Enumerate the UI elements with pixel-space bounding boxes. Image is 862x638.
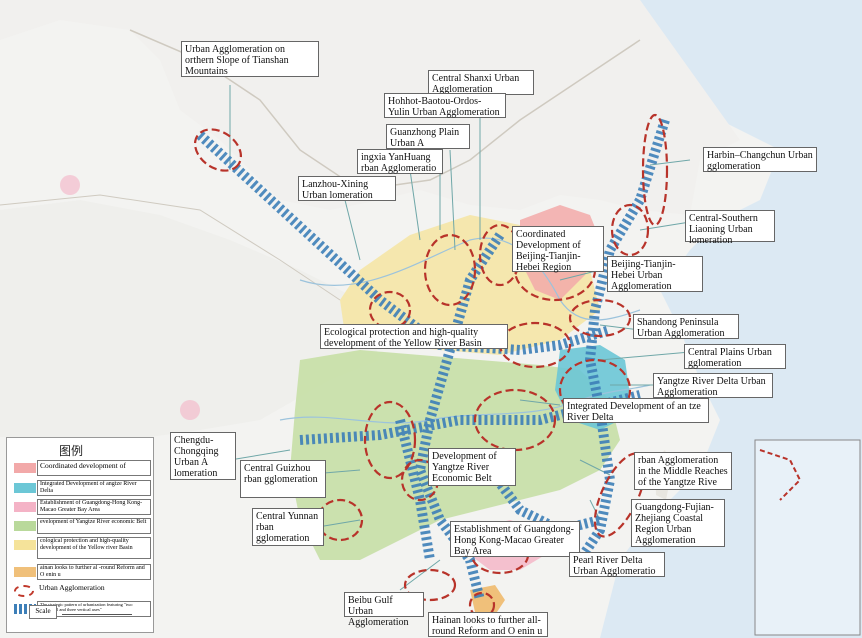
- legend-text: Integrated Development of angtze River D…: [37, 480, 151, 496]
- legend-text: evelopment of Yangtze River economic Bel…: [37, 518, 151, 534]
- label-central-yunnan: Central Yunnan rban gglomeration: [252, 508, 324, 546]
- label-guanzhong: Guanzhong Plain Urban A lomeration: [386, 124, 470, 160]
- legend-item: The strategic pattern of urbanization fe…: [7, 601, 153, 618]
- legend-text: The strategic pattern of urbanization fe…: [37, 601, 151, 617]
- label-yrd: Yangtze River Delta Urban Agglomeration: [653, 373, 773, 398]
- label-yrd-integrated: Integrated Development of an tze River D…: [563, 398, 709, 423]
- label-shandong: Shandong Peninsula Urban Agglomeration: [633, 314, 739, 339]
- legend: 图例 Coordinated development of Integrated…: [6, 437, 154, 633]
- legend-text: cological protection and high-quality de…: [37, 537, 151, 559]
- legend-swatch: [14, 502, 36, 512]
- label-central-plains: Central Plains Urban gglomeration: [684, 344, 786, 369]
- label-jjj: Beijing-Tianjin-Hebei Urban Agglomeratio…: [607, 256, 703, 292]
- legend-title: 图例: [59, 444, 84, 458]
- label-yellow-river: Ecological protection and high-quality d…: [320, 324, 508, 349]
- legend-item: Establishment of Guangdong-Hong Kong-Mac…: [7, 499, 153, 516]
- label-yangtze-belt: Development of Yangtze River Economic Be…: [428, 448, 516, 486]
- legend-item: Urban Agglomeration: [7, 583, 153, 600]
- scale-bar: [62, 614, 132, 618]
- legend-text: Establishment of Guangdong-Hong Kong-Mac…: [37, 499, 151, 515]
- legend-axis-icon: [14, 604, 36, 614]
- legend-text: Coordinated development of: [37, 460, 151, 476]
- legend-item: Integrated Development of angtze River D…: [7, 480, 153, 497]
- label-central-guizhou: Central Guizhou rban gglomeration: [240, 460, 326, 498]
- legend-text: ainan looks to further al -round Reform …: [37, 564, 151, 580]
- legend-item: ainan looks to further al -round Reform …: [7, 564, 153, 581]
- label-jjj-coordinated: Coordinated Development of Beijing-Tianj…: [512, 226, 604, 273]
- label-gba: Establishment of Guangdong-Hong Kong-Mac…: [450, 521, 580, 557]
- label-harbin: Harbin–Changchun Urban gglomeration: [703, 147, 817, 172]
- scale-label: Scale: [29, 605, 57, 619]
- legend-item: Coordinated development of: [7, 460, 153, 477]
- label-middle-yangtze: rban Agglomeration in the Middle Reaches…: [634, 452, 732, 490]
- label-lanzhou: Lanzhou-Xining Urban lomeration: [298, 176, 396, 201]
- label-hainan: Hainan looks to further all-round Reform…: [428, 612, 548, 637]
- label-prd: Pearl River Delta Urban Agglomeratio: [569, 552, 665, 577]
- label-central-shanxi: Central Shanxi Urban Agglomeration: [428, 70, 534, 95]
- label-tianshan: Urban Agglomeration on orthern Slope of …: [181, 41, 319, 77]
- legend-swatch: [14, 483, 36, 493]
- legend-swatch: [14, 521, 36, 531]
- label-west-strait: Guangdong-Fujian-Zhejiang Coastal Region…: [631, 499, 725, 547]
- legend-swatch: [14, 540, 36, 550]
- label-chengyu: Chengdu-Chongqing Urban A lomeration: [170, 432, 236, 480]
- legend-item: cological protection and high-quality de…: [7, 537, 153, 561]
- legend-swatch: [14, 463, 36, 473]
- label-hohhot: Hohhot-Baotou-Ordos-Yulin Urban Agglomer…: [384, 93, 506, 118]
- legend-item: evelopment of Yangtze River economic Bel…: [7, 518, 153, 535]
- legend-swatch: [14, 567, 36, 577]
- legend-ellipse-icon: [14, 585, 34, 597]
- legend-text: Urban Agglomeration: [37, 583, 151, 599]
- label-ningxia: ingxia YanHuang rban Agglomeratio: [357, 149, 443, 174]
- label-liaoning: Central-Southern Liaoning Urban lomerati…: [685, 210, 775, 246]
- label-beibu: Beibu Gulf Urban Agglomeration: [344, 592, 424, 628]
